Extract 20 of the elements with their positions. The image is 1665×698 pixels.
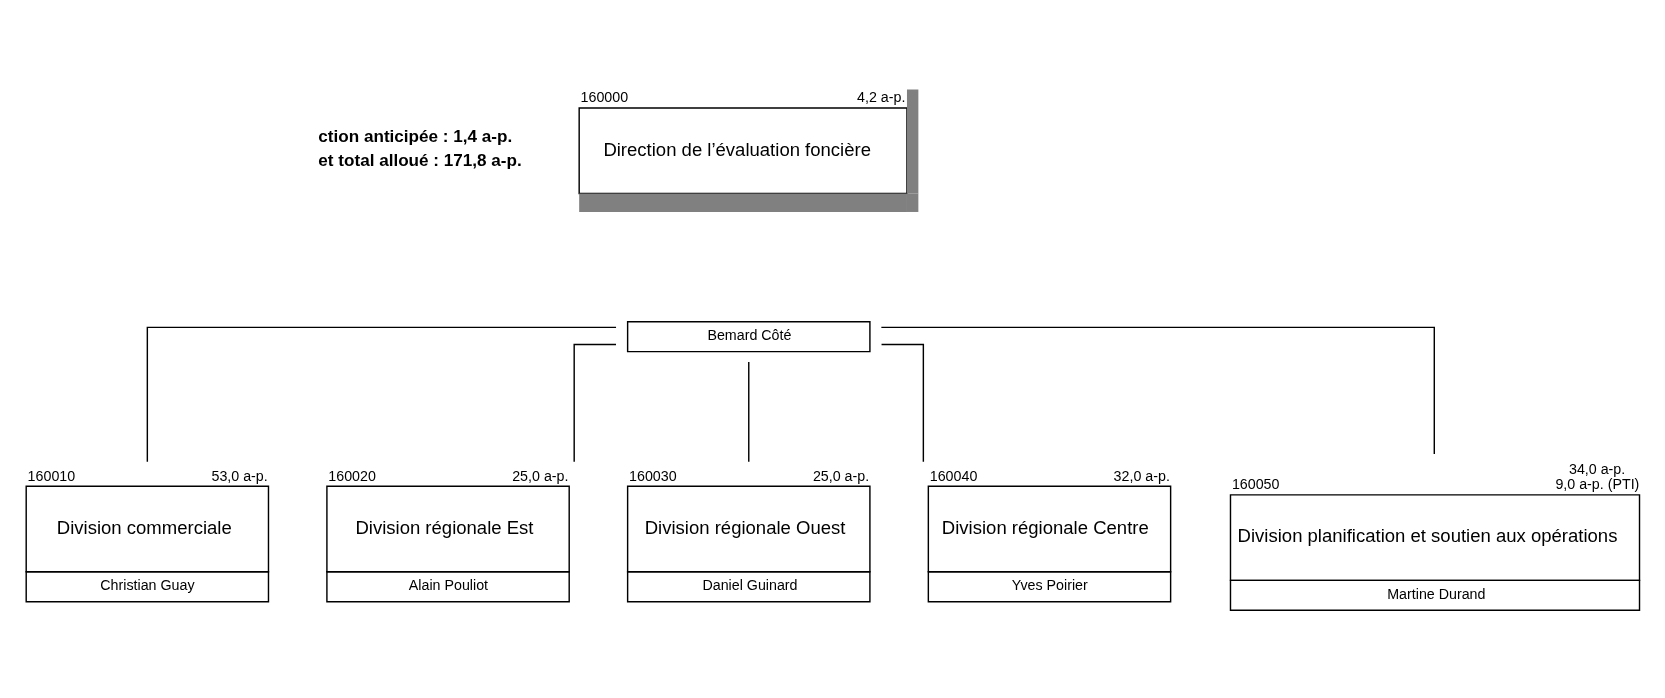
label: ction anticipée : 1,4 a-p. [318, 126, 513, 146]
connector [880, 326, 1435, 455]
node-label: 34,0 a-p. [1568, 459, 1626, 476]
label: et total alloué : 171,8 a-p. [318, 150, 522, 170]
node-label: 160020 [328, 467, 376, 484]
node-label: 25,0 a-p. [512, 467, 569, 484]
node-label: 160010 [27, 467, 76, 484]
connector [146, 326, 617, 462]
node-label: 160040 [929, 467, 978, 484]
node-label: 25,0 a-p. [812, 467, 870, 484]
node-label: 160000 [580, 88, 629, 105]
node-label: 53,0 a-p. [211, 467, 268, 484]
connector [573, 343, 617, 462]
node-label: 160030 [629, 467, 677, 484]
node-label: 32,0 a-p. [1113, 467, 1170, 484]
connector [748, 360, 750, 462]
node-box: Bemard Côté [626, 320, 871, 352]
node-label: 160050 [1231, 475, 1280, 492]
node-label: 4,2 a-p. [857, 88, 906, 105]
connector [880, 343, 925, 462]
